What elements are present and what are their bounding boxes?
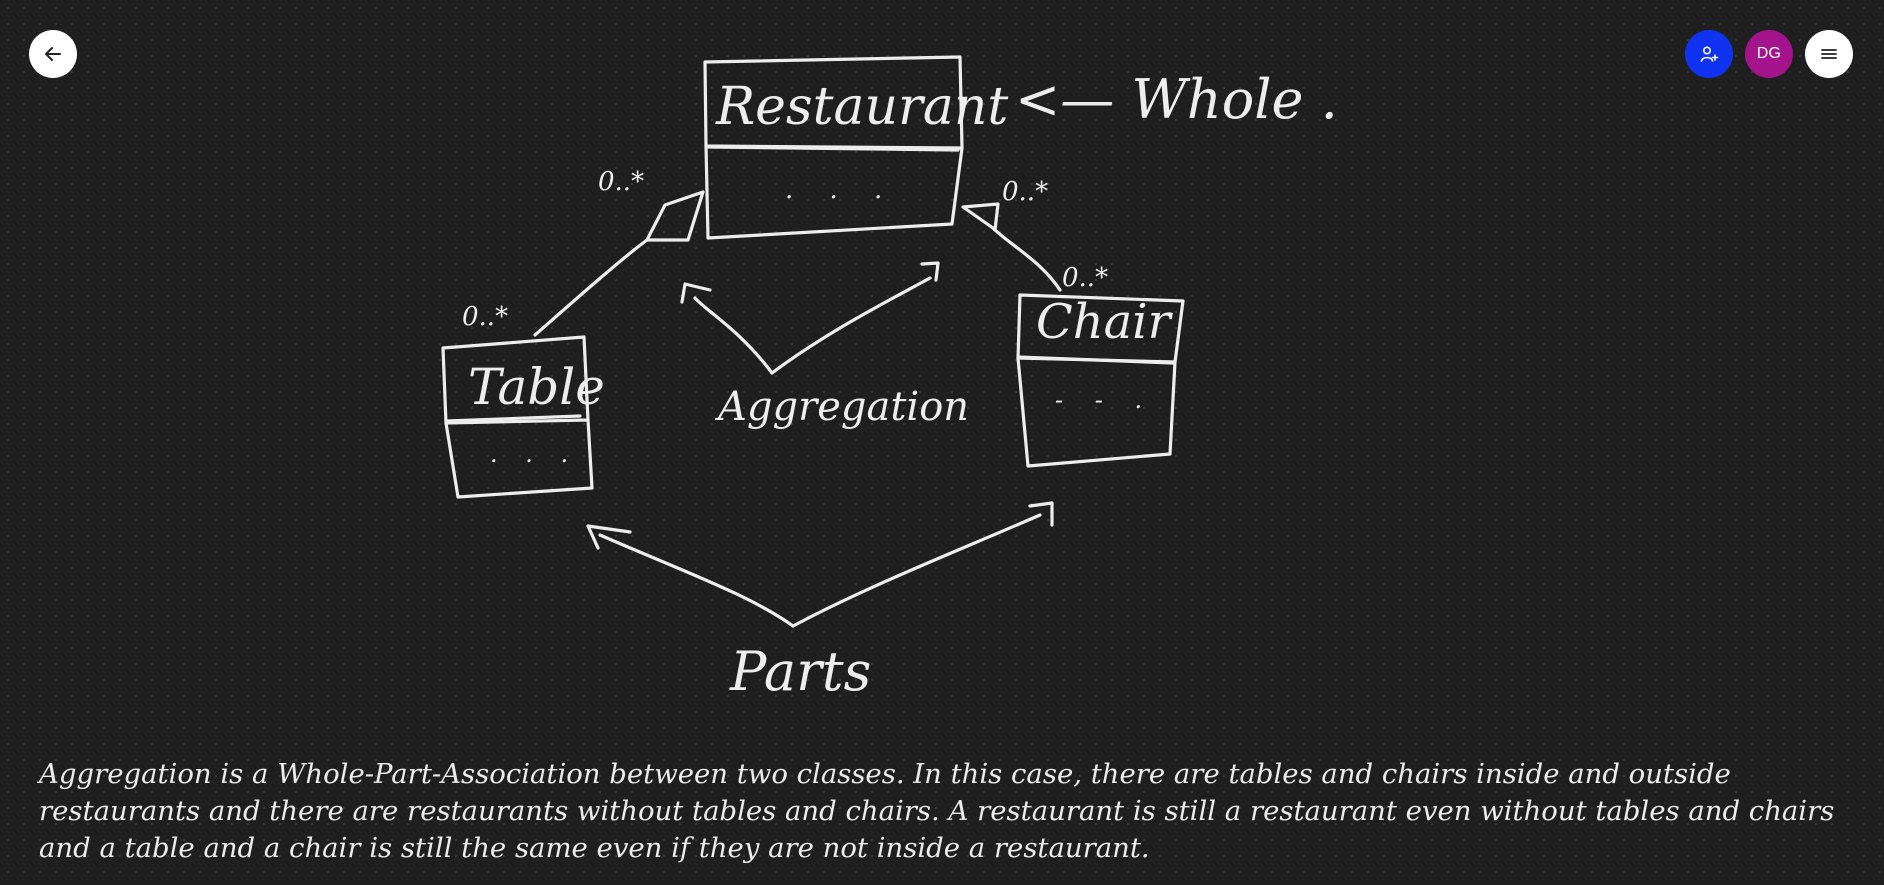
- table-multiplicity: 0..*: [462, 302, 508, 332]
- hamburger-menu-icon: [1821, 49, 1837, 59]
- restaurant-left-multiplicity: 0..*: [598, 167, 644, 197]
- restaurant-class-box[interactable]: Restaurant . . .: [703, 55, 1008, 240]
- chair-class-box[interactable]: Chair - - .: [1016, 293, 1185, 468]
- parts-arrow: [586, 501, 1054, 628]
- share-button[interactable]: [1685, 30, 1733, 78]
- table-class-name: Table: [468, 358, 605, 416]
- table-class-box[interactable]: Table . . .: [441, 335, 605, 499]
- avatar-initials: DG: [1756, 45, 1782, 62]
- chair-class-name: Chair: [1036, 294, 1174, 350]
- description-text: Aggregation is a Whole-Part-Association …: [39, 758, 1835, 864]
- arrow-left-icon: [45, 47, 61, 61]
- whole-annotation: <— Whole .: [1015, 68, 1338, 131]
- aggregation-annotation: Aggregation: [714, 384, 969, 430]
- chair-aggregation-line: [961, 202, 1062, 292]
- restaurant-right-multiplicity: 0..*: [1002, 177, 1048, 207]
- uml-diagram: Restaurant . . . Table . . . Chair - - .: [441, 55, 1338, 703]
- aggregation-arrow: [680, 261, 940, 375]
- restaurant-class-name: Restaurant: [715, 77, 1008, 137]
- back-button[interactable]: [29, 30, 77, 78]
- table-class-body: . . .: [490, 440, 578, 468]
- chair-multiplicity: 0..*: [1062, 263, 1108, 293]
- parts-annotation: Parts: [729, 640, 871, 703]
- restaurant-class-body: . . .: [785, 175, 896, 205]
- chair-class-body: - - .: [1055, 386, 1154, 414]
- add-user-icon: [1700, 46, 1719, 62]
- table-aggregation-line: [533, 190, 705, 337]
- menu-button[interactable]: [1805, 30, 1853, 78]
- user-avatar[interactable]: DG: [1745, 30, 1793, 78]
